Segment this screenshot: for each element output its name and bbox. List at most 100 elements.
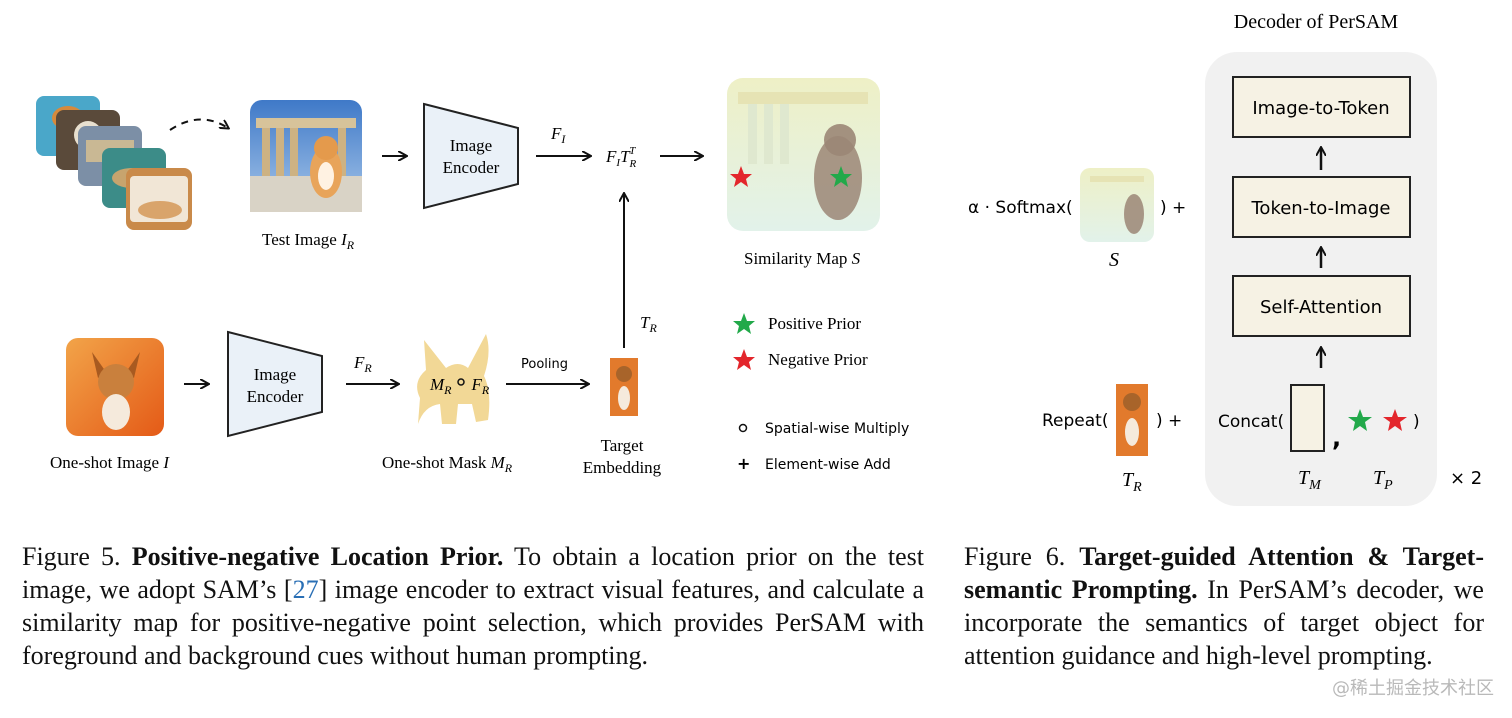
svg-text:TR: TR [1122, 469, 1142, 495]
element-add-label: Element-wise Add [765, 457, 891, 473]
repeat-target-thumb [1116, 384, 1148, 456]
tp-subscript: P [1383, 478, 1393, 493]
tr-label: T [640, 313, 651, 332]
figure-diagrams: Test Image IR Image Encoder FI FITRT Sim… [36, 11, 1482, 506]
mask-expr-f-sub: R [481, 383, 490, 397]
similarity-map [727, 78, 880, 231]
fi-subscript: I [560, 132, 566, 146]
softmax-similarity-thumb [1080, 168, 1154, 242]
image-encoder-top [423, 102, 519, 210]
repeat-close-plus: ) + [1156, 411, 1182, 431]
block-self-attention-label: Self-Attention [1260, 297, 1382, 318]
encoder-top-label-1: Image [450, 136, 492, 155]
block-image-to-token-label: Image-to-Token [1252, 98, 1389, 119]
watermark: @稀土掘金技术社区 [1332, 678, 1494, 699]
svg-text:FI: FI [550, 124, 566, 146]
tp-negative-star-icon [1383, 409, 1407, 431]
concat-close: ) [1413, 412, 1420, 432]
fr-subscript: R [363, 361, 372, 375]
oneshot-mask-silhouette [417, 334, 490, 424]
fig6-caption-title: Target-guided Attention & Target-semanti… [964, 542, 1484, 604]
similarity-symbol: S [852, 249, 861, 268]
encoder-bottom-label-2: Encoder [247, 387, 304, 406]
tm-label: T [1298, 467, 1311, 489]
test-image [250, 100, 362, 212]
product-f: F [605, 147, 617, 166]
svg-text:One-shot Mask MR: One-shot Mask MR [382, 453, 513, 475]
product-sub-i: I [615, 157, 621, 169]
fig5-citation-link[interactable]: 27 [292, 575, 319, 604]
concat-comma: , [1332, 424, 1341, 452]
softmax-s-label: S [1109, 249, 1119, 271]
pooling-label: Pooling [521, 357, 568, 372]
repeat-tr-label: T [1122, 469, 1135, 491]
fig6-caption-prefix: Figure 6. [964, 542, 1080, 571]
svg-text:Test Image IR: Test Image IR [262, 230, 355, 252]
svg-text:FR: FR [353, 353, 372, 375]
fi-label: F [550, 124, 562, 143]
block-self-attention [1232, 275, 1411, 337]
multiply-operator-icon [457, 378, 465, 386]
photo-stack [36, 96, 192, 230]
softmax-close-plus: ) + [1160, 198, 1186, 218]
softmax-prefix: α · Softmax( [968, 198, 1073, 218]
target-label-1: Target [601, 436, 644, 455]
product-sup-t: T [629, 145, 636, 157]
negative-prior-label: Negative Prior [768, 350, 868, 369]
svg-text:FITRT: FITRT [605, 145, 637, 170]
positive-prior-label: Positive Prior [768, 314, 861, 333]
decoder-title: Decoder of PerSAM [1234, 11, 1399, 33]
test-image-symbol: I [340, 230, 348, 249]
target-label-2: Embedding [583, 458, 662, 477]
block-image-to-token [1232, 76, 1411, 138]
tp-label: T [1373, 467, 1386, 489]
encoder-bottom-label-1: Image [254, 365, 296, 384]
image-encoder-bottom [227, 330, 323, 438]
svg-text:TM: TM [1298, 467, 1322, 493]
svg-text:TR: TR [640, 313, 657, 335]
product-t: T [620, 147, 631, 166]
mask-expr-f: F [471, 375, 483, 394]
figure-5-caption: Figure 5. Positive-negative Location Pri… [22, 540, 924, 672]
product-sub-r: R [629, 158, 637, 170]
fr-label: F [353, 353, 365, 372]
oneshot-mask-label: One-shot Mask [382, 453, 491, 472]
oneshot-mask-subscript: R [504, 461, 513, 475]
fig5-caption-text-b: ] image encoder to extract visual featur… [22, 575, 925, 670]
negative-prior-star-icon [733, 349, 755, 370]
mask-expr-m-sub: R [443, 383, 452, 397]
tm-subscript: M [1308, 478, 1322, 493]
target-embedding-thumb [610, 358, 638, 416]
oneshot-mask-symbol: M [490, 453, 506, 472]
fig6-caption-text: In PerSAM’s decoder, we incorporate the … [964, 575, 1484, 670]
positive-prior-star-icon [733, 313, 755, 334]
oneshot-image-symbol: I [162, 453, 170, 472]
svg-text:Similarity Map S: Similarity Map S [744, 249, 861, 268]
tm-token-box [1290, 384, 1325, 452]
concat-prefix: Concat( [1218, 412, 1284, 432]
oneshot-image-label: One-shot Image [50, 453, 163, 472]
test-image-subscript: R [346, 238, 355, 252]
test-image-label: Test Image [262, 230, 341, 249]
similarity-label: Similarity Map [744, 249, 852, 268]
tr-subscript: R [648, 321, 657, 335]
fig5-caption-title: Positive-negative Location Prior. [131, 542, 504, 571]
repeat-prefix: Repeat( [1042, 411, 1108, 431]
spatial-multiply-label: Spatial-wise Multiply [765, 421, 909, 437]
block-token-to-image [1232, 176, 1411, 238]
spatial-multiply-icon [738, 423, 748, 433]
figure-6-caption: Figure 6. Target-guided Attention & Targ… [964, 540, 1484, 672]
fig5-caption-prefix: Figure 5. [22, 542, 132, 571]
oneshot-image [66, 338, 164, 436]
repeat-times-label: × 2 [1450, 468, 1482, 489]
mask-expr-m: M [429, 375, 445, 394]
svg-text:One-shot Image I: One-shot Image I [50, 453, 170, 472]
block-token-to-image-label: Token-to-Image [1251, 198, 1391, 219]
element-add-icon: + [737, 454, 750, 473]
encoder-top-label-2: Encoder [443, 158, 500, 177]
repeat-tr-subscript: R [1132, 480, 1142, 495]
svg-text:TP: TP [1373, 467, 1393, 493]
tp-positive-star-icon [1348, 409, 1372, 431]
fig5-caption-text-a: To obtain a location prior on the test i… [22, 542, 924, 604]
